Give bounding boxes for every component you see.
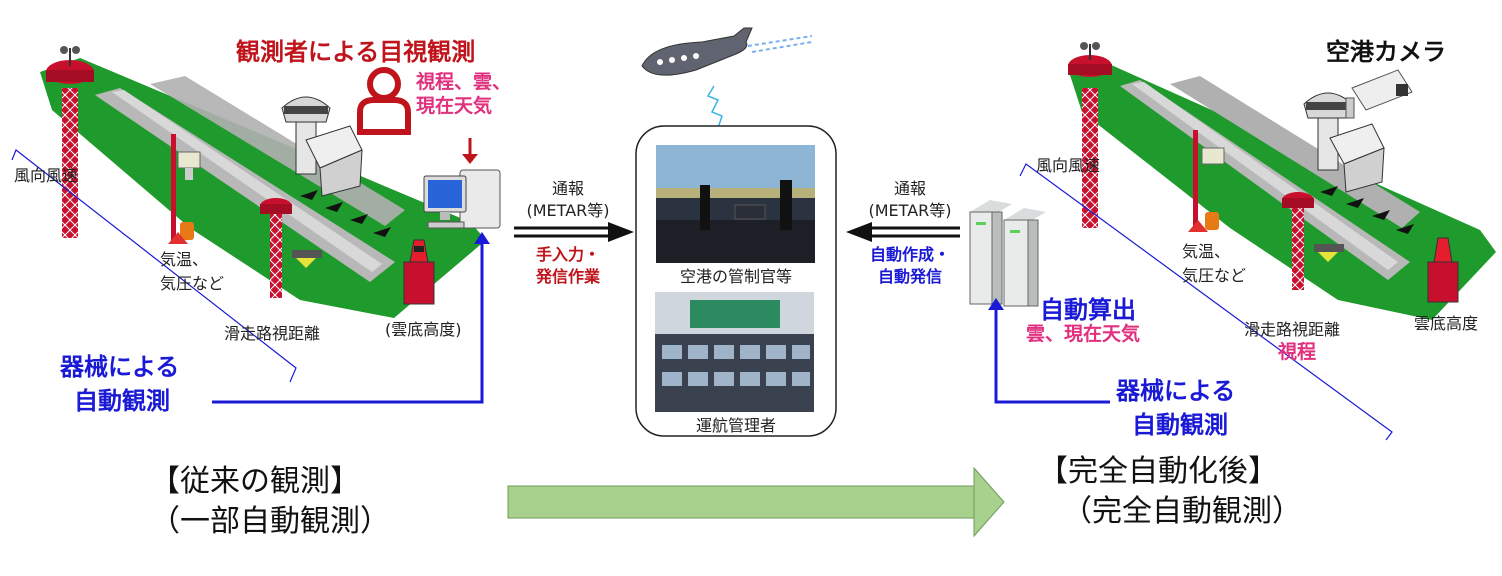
left-instrument-label: 器械による 自動観測: [60, 353, 180, 415]
airport-camera-label: 空港カメラ: [1326, 38, 1446, 66]
right-instrument-bracket: [1019, 163, 1393, 441]
left-rvr-label: 滑走路視距離: [224, 324, 321, 343]
ceilometer-icon: [403, 239, 435, 305]
instrument-link-line: [212, 240, 484, 404]
left-caption: 【従来の観測】 （一部自動観測）: [150, 464, 390, 539]
manual-input-label: 手入力・ 発信作業: [535, 245, 600, 286]
tower-caption: 空港の管制官等: [679, 267, 792, 286]
rvr-mast-icon: [260, 198, 322, 298]
right-wind-mast-icon: [1068, 42, 1112, 228]
right-visibility-label: 視程: [1278, 341, 1317, 363]
tower-photo: [656, 145, 815, 263]
left-wind-label: 風向風速: [14, 166, 79, 185]
auto-report-label: 通報 (METAR等): [868, 179, 952, 220]
left-temp-label: 気温、 気圧など: [160, 250, 225, 293]
ops-caption: 運航管理者: [695, 416, 776, 435]
right-airport-illustration: [1019, 42, 1496, 441]
right-thermometer-mast-icon: [1188, 130, 1225, 232]
right-rvr-label: 滑走路視距離: [1244, 320, 1341, 339]
observer-arrow-icon: [462, 138, 478, 164]
right-instrument-label: 器械による 自動観測: [1116, 377, 1236, 439]
auto-calc-items: 雲、現在天気: [1026, 323, 1141, 345]
right-cloud-base-label: 雲底高度: [1414, 314, 1479, 333]
left-visual-title: 観測者による目視観測: [236, 38, 476, 66]
thermometer-mast-icon: [168, 134, 201, 244]
manual-report-label: 通報 (METAR等): [526, 179, 610, 220]
camera-icon: [1345, 69, 1413, 119]
server-icon: [969, 200, 1046, 307]
operations-photo: [655, 292, 814, 412]
transition-arrow: [507, 466, 1005, 538]
right-wind-label: 風向風速: [1036, 156, 1101, 175]
right-instrument-link: [988, 298, 1110, 404]
right-caption: 【完全自動化後】 （完全自動観測）: [1038, 454, 1302, 529]
left-airport-illustration: [11, 46, 501, 404]
wind-mast-icon: [46, 46, 94, 238]
right-control-tower-icon: [1303, 92, 1385, 193]
auto-send-label: 自動作成・ 自動発信: [869, 245, 950, 286]
left-cloud-base-label: (雲底高度): [385, 320, 462, 339]
auto-calc-label: 自動算出: [1040, 296, 1136, 324]
aircraft-icon: [641, 27, 813, 129]
manual-send-arrow: [514, 222, 634, 242]
right-rvr-mast-icon: [1282, 192, 1344, 290]
auto-send-arrow: [846, 222, 960, 242]
right-ceilometer-icon: [1427, 237, 1459, 303]
computer-icon: [423, 169, 501, 229]
right-temp-label: 気温、 気圧など: [1182, 242, 1247, 285]
instrument-bracket: [11, 149, 297, 383]
control-tower-icon: [281, 96, 363, 197]
left-visual-items: 視程、雲、 現在天気: [416, 71, 512, 117]
observer-person-icon: [357, 67, 411, 135]
